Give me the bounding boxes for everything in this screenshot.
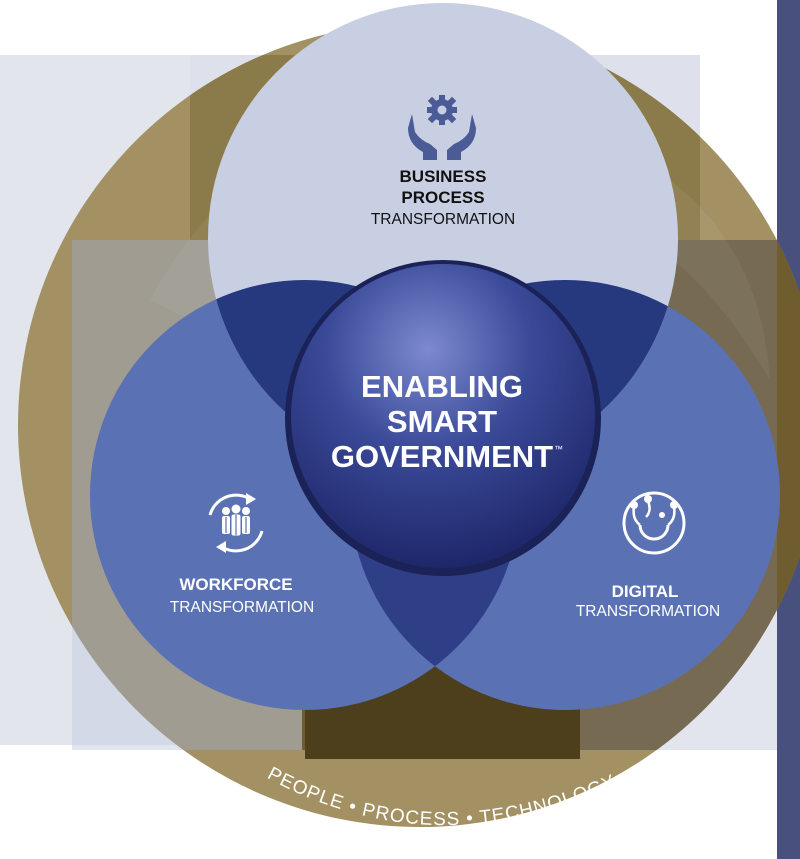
business-title-line-2: PROCESS xyxy=(401,188,484,207)
hands-gear-icon xyxy=(408,95,476,160)
center-line-3: GOVERNMENT xyxy=(331,439,553,474)
business-title-line-1: BUSINESS xyxy=(400,167,487,186)
digital-circuit-icon xyxy=(622,491,686,555)
center-line-2: SMART xyxy=(387,404,497,439)
workforce-title: WORKFORCE xyxy=(179,575,292,594)
people-cycle-icon xyxy=(208,493,264,553)
business-subtitle: TRANSFORMATION xyxy=(371,211,515,228)
center-sphere xyxy=(291,264,595,568)
trademark-symbol: ™ xyxy=(554,444,563,454)
digital-subtitle: TRANSFORMATION xyxy=(576,603,720,620)
center-line-1: ENABLING xyxy=(361,369,523,404)
workforce-subtitle: TRANSFORMATION xyxy=(170,599,314,616)
digital-title: DIGITAL xyxy=(612,582,679,601)
